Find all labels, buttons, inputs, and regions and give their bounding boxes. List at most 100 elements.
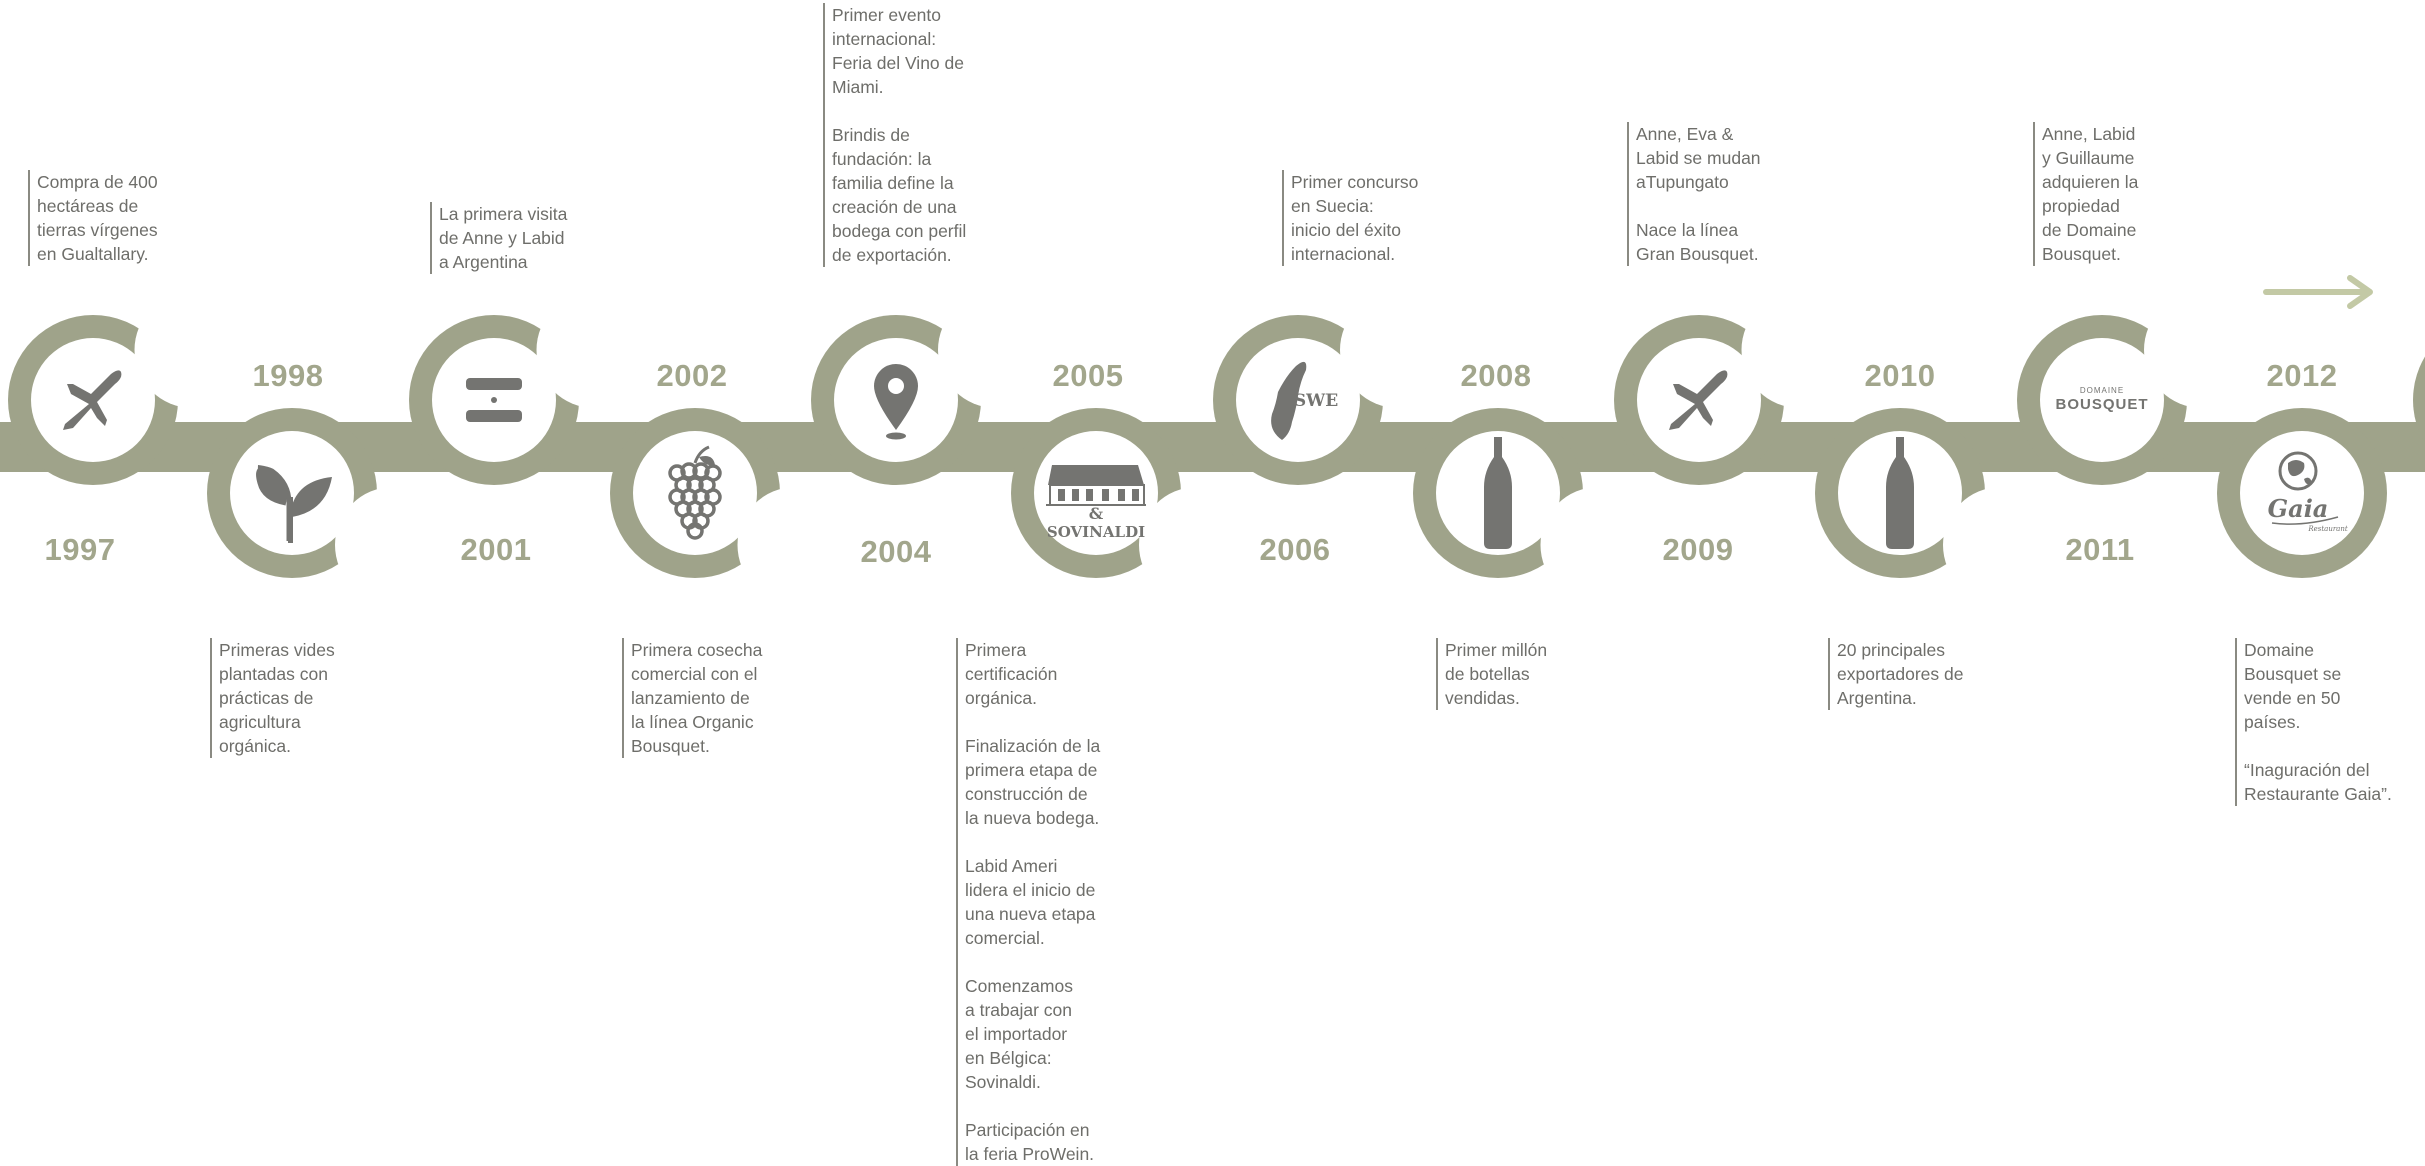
note-line: Bousquet. [631,736,710,756]
icon-label-swe: SWE [1294,391,1338,411]
milestone-note: Primeras vides plantadas con prácticas de a… [210,638,335,758]
note-line: vendidas. [1445,688,1520,708]
note-line: orgánica. [965,688,1037,708]
plant-sprout-icon [256,465,332,543]
band-notch [2144,292,2260,408]
milestone-note: Primera certificación orgánica. Finalizació… [956,638,1100,1166]
note-paragraph: Primera certificación orgánica. [965,638,1100,710]
icon-label-bousquet: BOUSQUET [2055,396,2148,413]
note-line: Feria del Vino de [832,53,964,73]
note-line: y Guillaume [2042,148,2135,168]
note-line: Participación en [965,1120,1090,1140]
band-notch [1139,487,1255,603]
note-line: agricultura [219,712,301,732]
sweden-map-icon: SWE [1271,361,1338,440]
note-line: el importador [965,1024,1068,1044]
note-line: prácticas de [219,688,314,708]
year-label: 2009 [1662,532,1734,567]
note-line: Finalización de la [965,736,1101,756]
band-notch [0,505,40,585]
note-paragraph: 20 principales exportadores de Argentina. [1837,638,1963,710]
grapes-icon [668,445,722,540]
band-notch [737,487,854,603]
note-line: bodega con perfil [832,221,967,241]
note-paragraph: Labid Ameri lidera el inicio de una nueva … [965,854,1100,950]
airplane-icon [63,370,122,430]
band-notch [938,292,1054,408]
winery-building-icon: &SOVINALDI [1046,465,1146,541]
note-line: una nueva etapa [965,904,1096,924]
note-line: la feria ProWein. [965,1144,1095,1164]
note-line: adquieren la [2042,172,2139,192]
band-notch [335,487,451,603]
note-line: en Gualtallary. [37,244,149,264]
icon-label-sovinaldi: SOVINALDI [1047,523,1145,541]
band-notch [536,292,653,408]
year-label: 2010 [1864,358,1936,393]
note-line: Miami. [832,77,884,97]
location-pin-icon [874,364,918,440]
note-line: Anne, Labid [2042,124,2136,144]
band-notch [1741,292,1858,408]
note-line: Primera [965,640,1027,660]
note-line: lidera el inicio de [965,880,1096,900]
band-notch [2385,310,2425,390]
note-line: Compra de 400 [37,172,158,192]
year-label: 1997 [44,532,116,567]
band-notch [1340,292,1456,408]
note-line: Bousquet se [2244,664,2342,684]
note-line: comercial con el [631,664,758,684]
milestone-note: 20 principales exportadores de Argentina. [1828,638,1963,710]
note-line: de exportación. [832,245,952,265]
band-notch [134,292,251,408]
note-line: Bousquet. [2042,244,2121,264]
note-line: países. [2244,712,2301,732]
note-line: Labid Ameri [965,856,1058,876]
year-label: 2012 [2266,358,2338,393]
note-line: Primer millón [1445,640,1548,660]
note-line: exportadores de [1837,664,1964,684]
note-line: Domaine [2244,640,2315,660]
timeline-strip [0,422,2425,472]
note-line: 20 principales [1837,640,1945,660]
timeline-node-ring [2413,356,2425,444]
note-line: de Domaine [2042,220,2137,240]
note-line: en Bélgica: [965,1048,1052,1068]
note-line: de Anne y Labid [439,228,565,248]
wine-bottle-icon [1484,437,1512,549]
note-line: Primera cosecha [631,640,763,660]
note-line: Primeras vides [219,640,335,660]
note-line: Primer concurso [1291,172,1419,192]
band-notch [1943,487,2059,603]
note-line: Sovinaldi. [965,1072,1041,1092]
year-label: 2005 [1052,358,1124,393]
note-line: certificación [965,664,1058,684]
note-line: aTupungato [1636,172,1729,192]
note-line: Argentina. [1837,688,1917,708]
note-line: Brindis de [832,125,910,145]
continue-arrow-icon [2263,275,2373,309]
airplane-icon [1669,370,1728,430]
note-line: fundación: la [832,149,932,169]
timeline-node [1034,431,1158,555]
note-line: plantadas con [219,664,328,684]
year-label: 2006 [1259,532,1331,567]
icon-label-restaurant: Restaurant [2307,525,2348,533]
note-line: creación de una [832,197,957,217]
note-line: Comenzamos [965,976,1073,996]
